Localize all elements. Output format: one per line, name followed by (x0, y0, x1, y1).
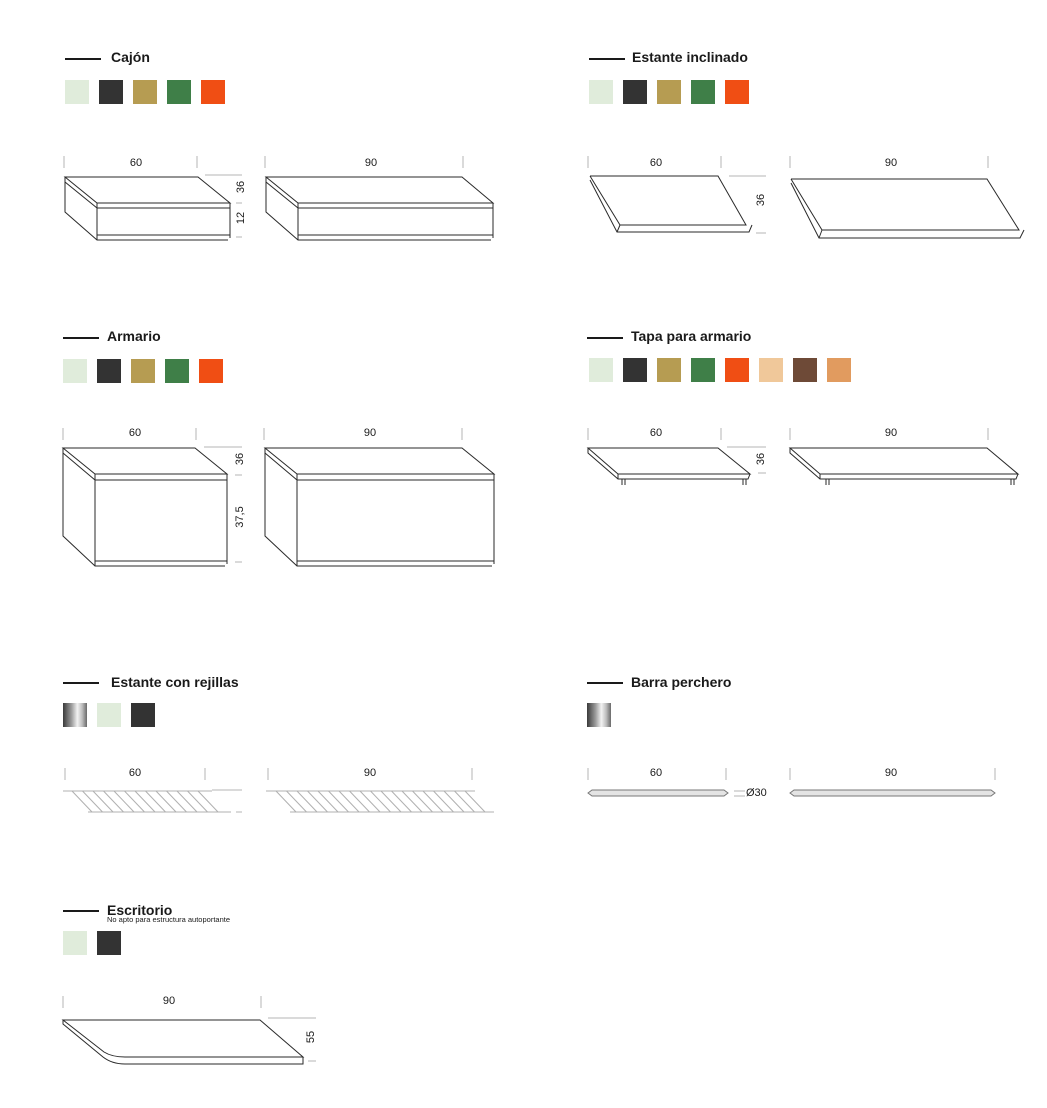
color-swatch[interactable] (63, 359, 87, 383)
color-swatch[interactable] (199, 359, 223, 383)
dim-width-90: 90 (364, 157, 378, 169)
color-swatch[interactable] (589, 358, 613, 382)
color-swatch[interactable] (133, 80, 157, 104)
section-title-cajon: Cajón (111, 49, 150, 65)
color-swatch[interactable] (589, 80, 613, 104)
color-swatch[interactable] (65, 80, 89, 104)
color-swatch[interactable] (165, 359, 189, 383)
dim-width-90: 90 (884, 427, 898, 439)
section-title-armario: Armario (107, 328, 161, 344)
color-swatch[interactable] (759, 358, 783, 382)
color-swatch[interactable] (657, 358, 681, 382)
barra-perchero-drawing (587, 768, 996, 797)
dim-width-90: 90 (884, 157, 898, 169)
color-swatch[interactable] (657, 80, 681, 104)
section-note-escritorio: No apto para estructura autoportante (107, 915, 230, 924)
section-title-escritorio: Escritorio (107, 902, 173, 918)
estante-inclinado-drawing (587, 156, 1025, 239)
estante-rejillas-drawing (63, 768, 494, 813)
title-rule (63, 337, 99, 339)
title-rule (63, 910, 99, 912)
color-swatch[interactable] (793, 358, 817, 382)
color-swatch[interactable] (691, 358, 715, 382)
color-swatch[interactable] (167, 80, 191, 104)
color-swatch[interactable] (623, 358, 647, 382)
color-swatch[interactable] (131, 703, 155, 727)
color-swatch[interactable] (63, 931, 87, 955)
dim-diameter: Ø30 (746, 787, 767, 799)
color-swatch[interactable] (201, 80, 225, 104)
color-swatch[interactable] (725, 358, 749, 382)
title-rule (589, 58, 625, 60)
color-swatch[interactable] (725, 80, 749, 104)
title-rule (65, 58, 101, 60)
color-swatch[interactable] (827, 358, 851, 382)
dim-width-60: 60 (128, 767, 142, 779)
tapa-armario-drawing (586, 428, 1020, 485)
escritorio-drawing (61, 996, 316, 1065)
dim-width-60: 60 (128, 427, 142, 439)
color-swatch[interactable] (587, 703, 611, 727)
dim-width-60: 60 (649, 427, 663, 439)
dim-width-90: 90 (162, 995, 176, 1007)
color-swatch[interactable] (623, 80, 647, 104)
dim-width-60: 60 (649, 767, 663, 779)
cajon-drawing (63, 156, 495, 241)
dim-width-90: 90 (363, 427, 377, 439)
dim-width-90: 90 (363, 767, 377, 779)
title-rule (587, 337, 623, 339)
section-title-tapa-armario: Tapa para armario (631, 328, 752, 344)
section-title-estante-rejillas: Estante con rejillas (111, 674, 239, 690)
color-swatch[interactable] (691, 80, 715, 104)
dim-width-60: 60 (129, 157, 143, 169)
color-swatch[interactable] (131, 359, 155, 383)
title-rule (63, 682, 99, 684)
armario-drawing (61, 428, 496, 567)
color-swatch[interactable] (99, 80, 123, 104)
title-rule (587, 682, 623, 684)
color-swatch[interactable] (97, 931, 121, 955)
color-swatch[interactable] (63, 703, 87, 727)
color-swatch[interactable] (97, 703, 121, 727)
section-title-barra-perchero: Barra perchero (631, 674, 732, 690)
dim-width-90: 90 (884, 767, 898, 779)
dim-width-60: 60 (649, 157, 663, 169)
section-title-estante-inclinado: Estante inclinado (632, 49, 748, 65)
color-swatch[interactable] (97, 359, 121, 383)
